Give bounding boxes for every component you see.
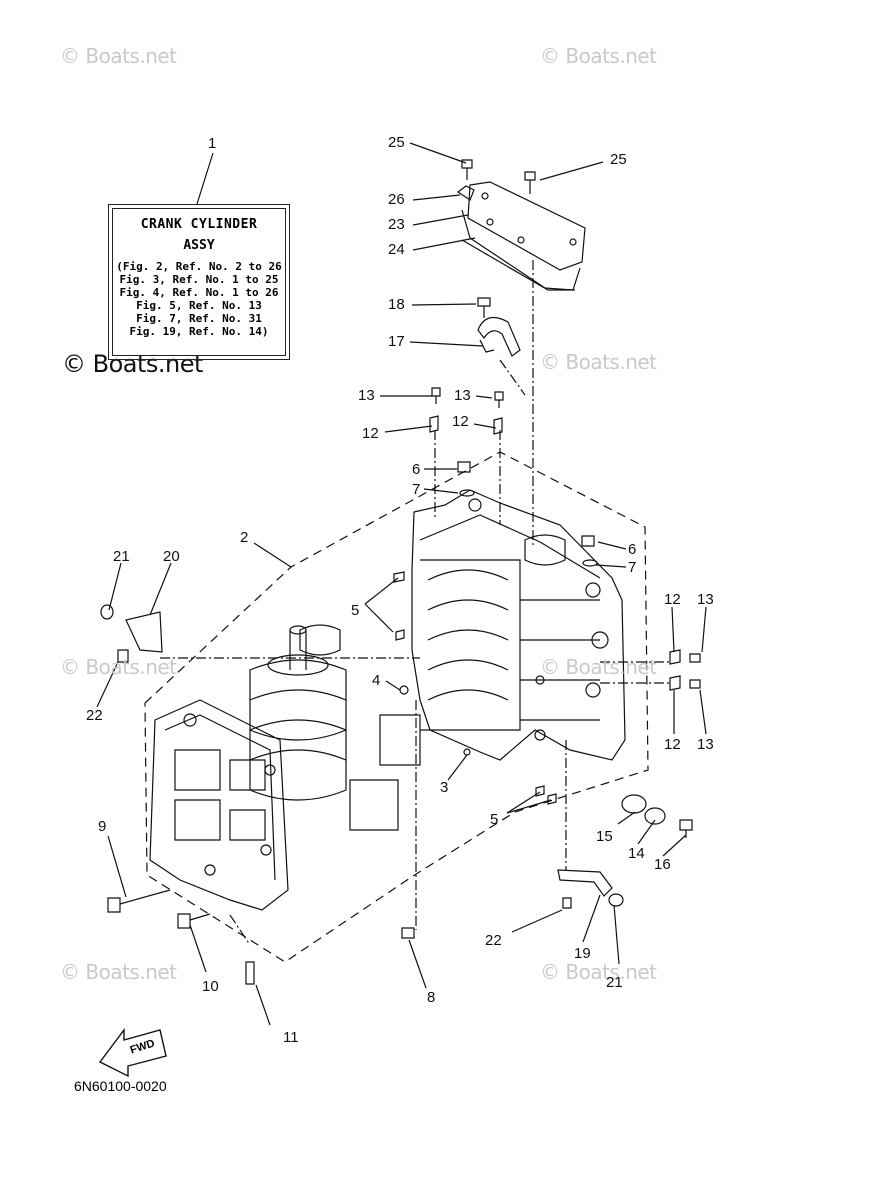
callout-19[interactable]: 19	[574, 945, 591, 962]
callout-22[interactable]: 22	[485, 932, 502, 949]
watermark-mid-right-2: © Boats.net	[540, 655, 657, 679]
callout-13[interactable]: 13	[697, 736, 714, 753]
diagram-part-code: 6N60100-0020	[74, 1078, 167, 1094]
callout-12[interactable]: 12	[664, 736, 681, 753]
note-ref: Fig. 5, Ref. No. 13	[136, 299, 262, 312]
callout-17[interactable]: 17	[388, 333, 405, 350]
watermark-bottom-right: © Boats.net	[540, 960, 657, 984]
callout-1[interactable]: 1	[208, 135, 217, 152]
callout-20[interactable]: 20	[163, 548, 180, 565]
watermark-bottom-left: © Boats.net	[60, 960, 177, 984]
callout-6[interactable]: 6	[628, 541, 637, 558]
callout-12[interactable]: 12	[452, 413, 469, 430]
callout-12[interactable]: 12	[362, 425, 379, 442]
callout-8[interactable]: 8	[427, 989, 436, 1006]
note-ref: Fig. 3, Ref. No. 1 to 25	[119, 273, 279, 286]
callout-10[interactable]: 10	[202, 978, 219, 995]
callout-18[interactable]: 18	[388, 296, 405, 313]
note-title: CRANK CYLINDER	[140, 217, 258, 232]
callout-21[interactable]: 21	[606, 974, 623, 991]
note-ref: Fig. 4, Ref. No. 1 to 26	[119, 286, 279, 299]
callout-25[interactable]: 25	[610, 151, 627, 168]
callout-7[interactable]: 7	[628, 559, 637, 576]
callout-7[interactable]: 7	[412, 481, 421, 498]
callout-12[interactable]: 12	[664, 591, 681, 608]
callout-3[interactable]: 3	[440, 779, 449, 796]
callout-6[interactable]: 6	[412, 461, 421, 478]
callout-9[interactable]: 9	[98, 818, 107, 835]
callout-5[interactable]: 5	[490, 811, 499, 828]
callout-11[interactable]: 11	[283, 1029, 299, 1046]
note-subtitle: ASSY	[183, 238, 215, 253]
callout-4[interactable]: 4	[372, 672, 381, 689]
watermark-mid-right: © Boats.net	[540, 350, 657, 374]
callout-5[interactable]: 5	[351, 602, 360, 619]
callout-13[interactable]: 13	[454, 387, 471, 404]
callout-16[interactable]: 16	[654, 856, 671, 873]
callout-26[interactable]: 26	[388, 191, 405, 208]
note-refs: (Fig. 2, Ref. No. 2 to 26 Fig. 3, Ref. N…	[113, 260, 285, 338]
callout-15[interactable]: 15	[596, 828, 613, 845]
note-ref: Fig. 7, Ref. No. 31	[136, 312, 262, 325]
callout-21[interactable]: 21	[113, 548, 130, 565]
callout-14[interactable]: 14	[628, 845, 645, 862]
callout-2[interactable]: 2	[240, 529, 249, 546]
callout-24[interactable]: 24	[388, 241, 405, 258]
watermark-note: © Boats.net	[62, 350, 203, 378]
note-ref: Fig. 19, Ref. No. 14)	[129, 325, 269, 338]
callout-13[interactable]: 13	[358, 387, 375, 404]
note-ref: (Fig. 2, Ref. No. 2 to 26	[116, 260, 282, 273]
callout-13[interactable]: 13	[697, 591, 714, 608]
callout-23[interactable]: 23	[388, 216, 405, 233]
watermark-mid-left: © Boats.net	[60, 655, 177, 679]
assembly-note-box: CRANK CYLINDER ASSY (Fig. 2, Ref. No. 2 …	[108, 204, 290, 360]
watermark-top-right: © Boats.net	[540, 44, 657, 68]
callout-22[interactable]: 22	[86, 707, 103, 724]
watermark-top-left: © Boats.net	[60, 44, 177, 68]
callout-25[interactable]: 25	[388, 134, 405, 151]
